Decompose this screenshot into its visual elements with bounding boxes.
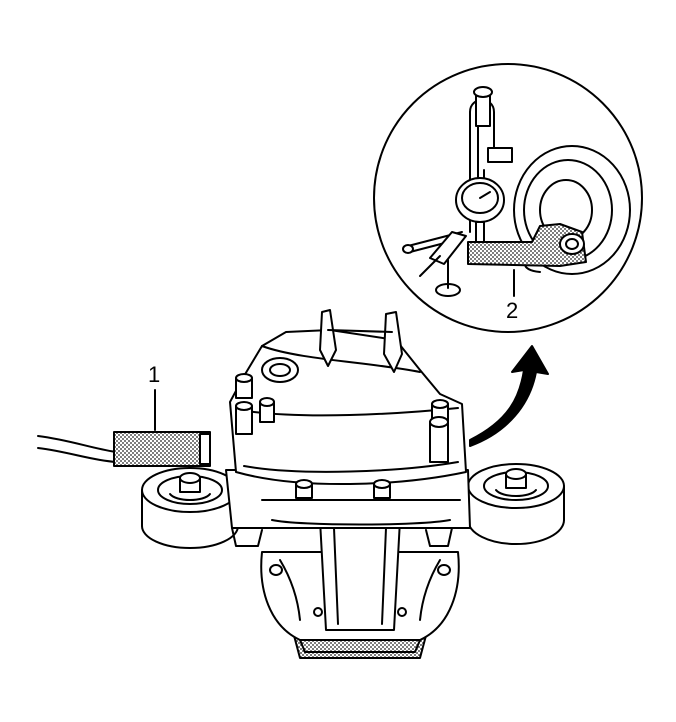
callout-1: 1 <box>148 362 160 387</box>
center-column <box>319 519 401 631</box>
tool-cable <box>37 435 117 463</box>
mounting-flange <box>225 469 471 547</box>
tool-1-sensor <box>113 431 211 467</box>
callout-2: 2 <box>506 298 518 323</box>
right-mount-bushing <box>467 463 565 545</box>
cover-fins <box>319 309 403 373</box>
cover-bolts <box>235 373 449 499</box>
fill-plug <box>261 357 299 383</box>
left-mount-bushing <box>141 467 239 549</box>
dial-indicator-setup <box>402 86 631 297</box>
lower-housing <box>260 551 460 659</box>
detail-arrow <box>469 345 549 447</box>
